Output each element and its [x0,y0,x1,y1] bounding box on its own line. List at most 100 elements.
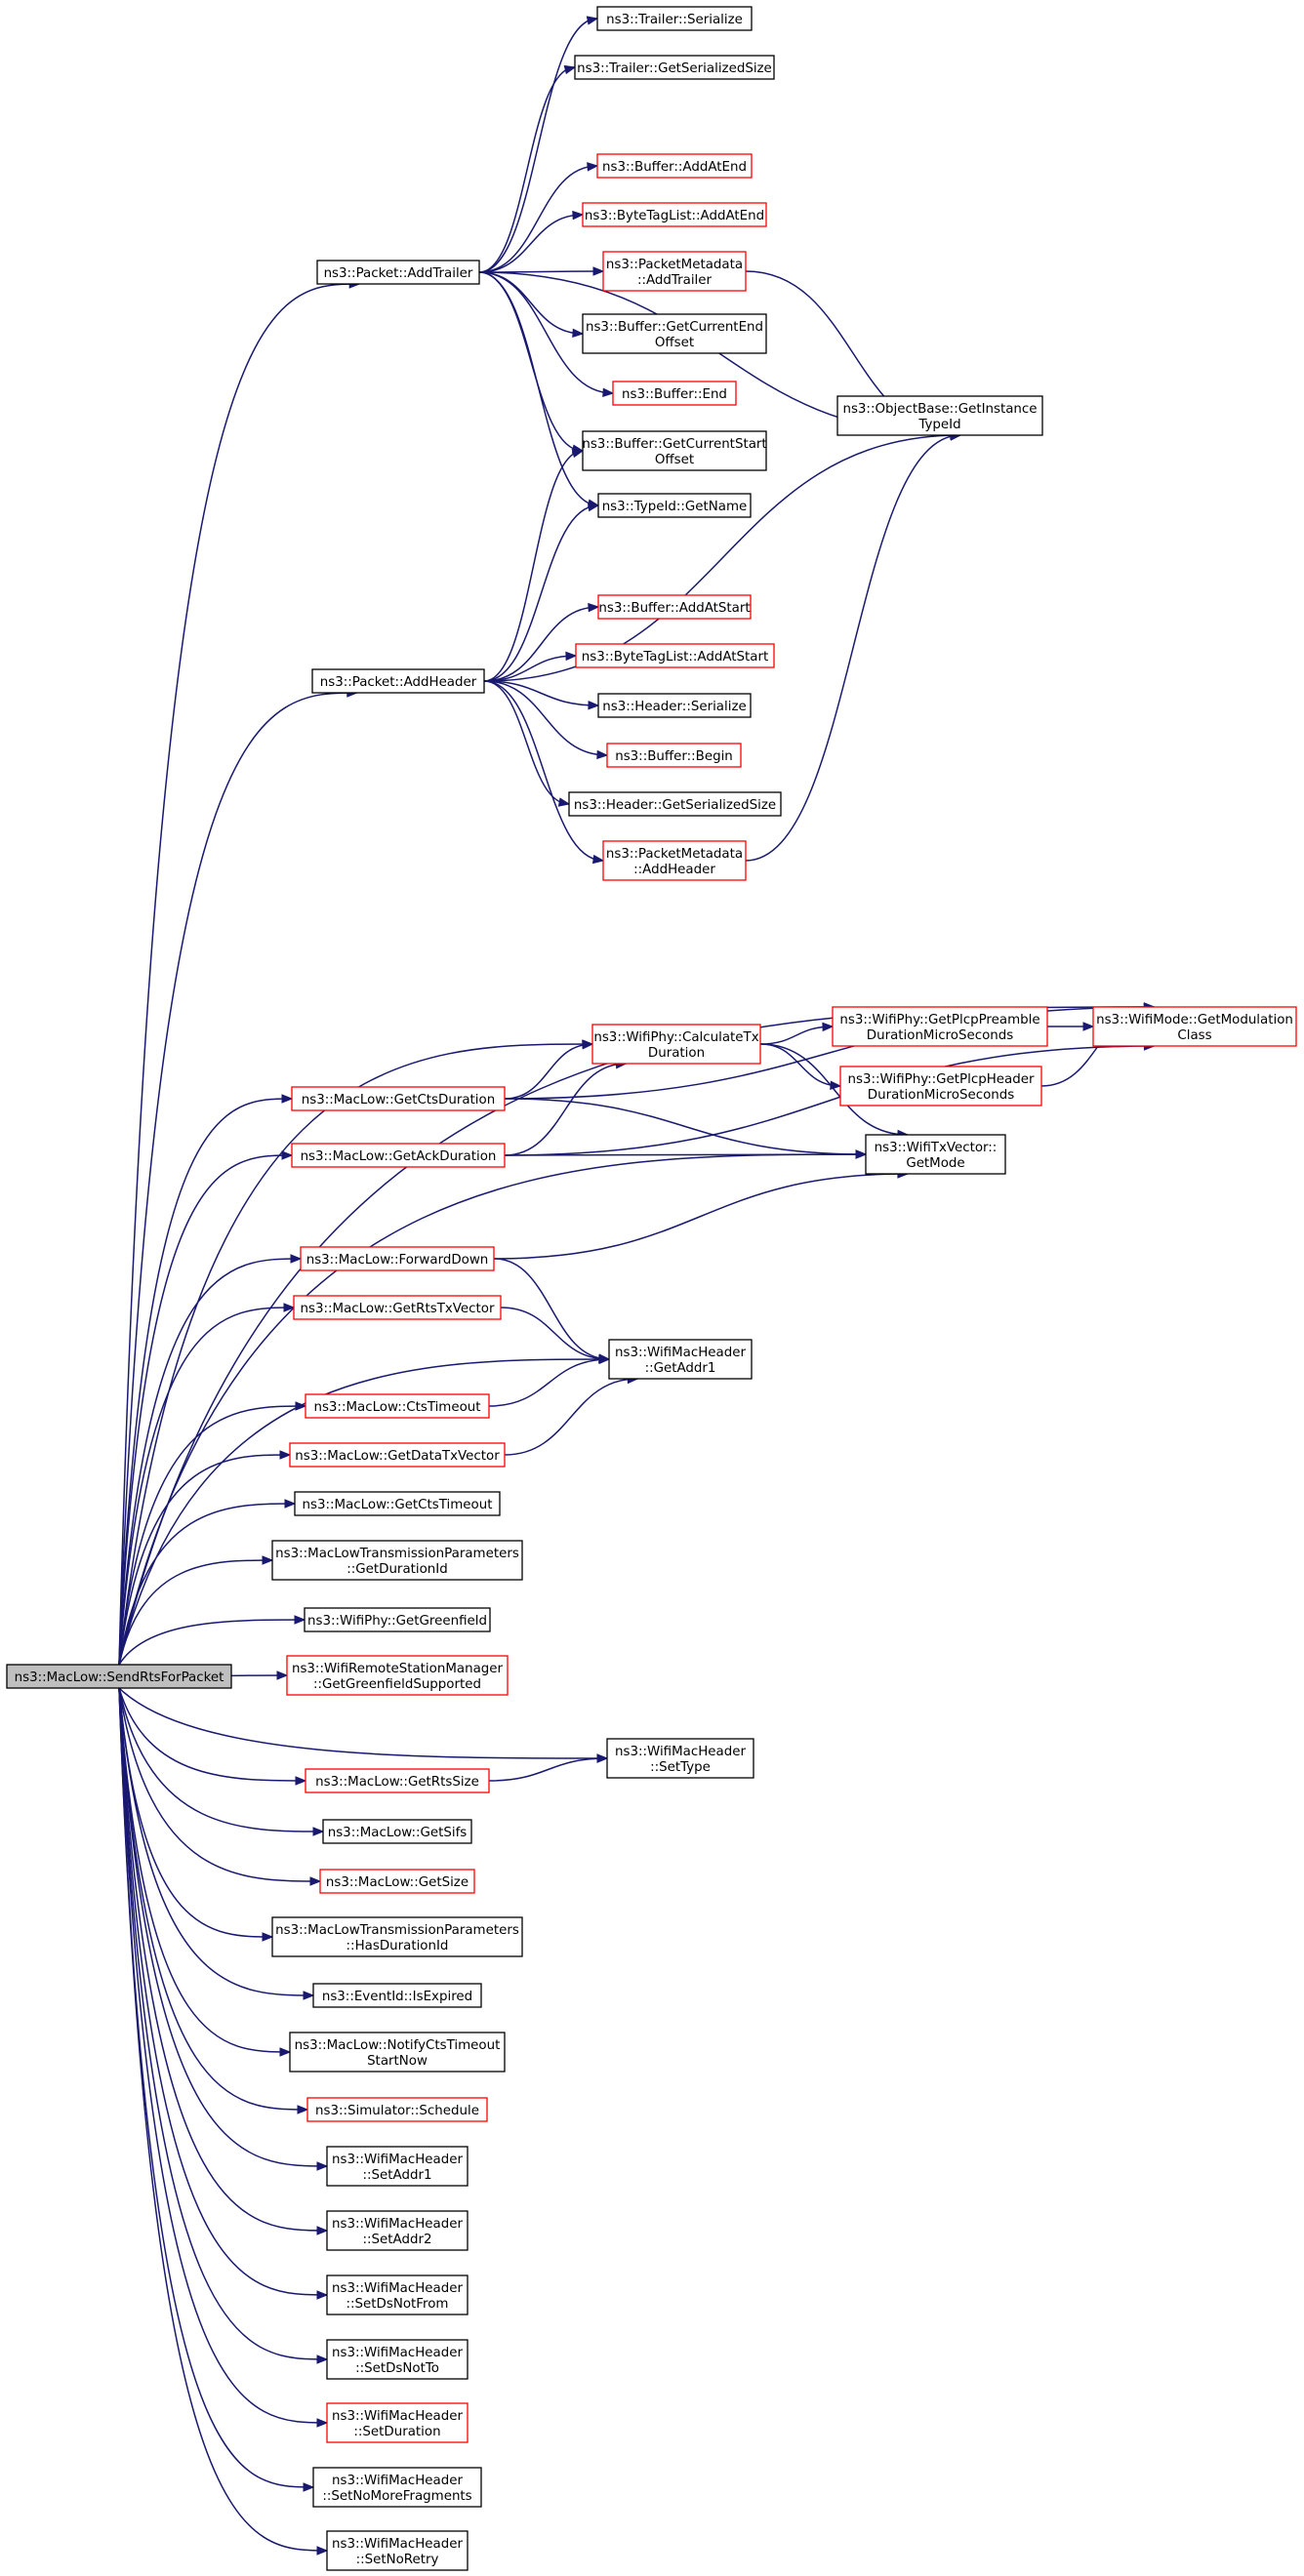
node-box [326,2530,469,2571]
edge-arrowhead [303,1991,315,2000]
node-box [836,395,1043,436]
node-box [291,1143,506,1168]
node-eventid-isexpired[interactable]: ns3::EventId::IsExpired [312,1983,482,2008]
edge-arrowhead [283,1303,296,1312]
node-wmh-setduration[interactable]: ns3::WifiMacHeader::SetDuration [326,2402,469,2443]
node-maclow-getdatatx[interactable]: ns3::MacLow::GetDataTxVector [289,1442,506,1468]
node-txvector-getmode[interactable]: ns3::WifiTxVector::GetMode [865,1134,1006,1175]
node-mltp-getdurid[interactable]: ns3::MacLowTransmissionParameters::GetDu… [271,1540,523,1581]
node-label: ns3::WifiTxVector:: [875,1141,998,1155]
node-buf-addatstart[interactable]: ns3::Buffer::AddAtStart [597,594,752,620]
node-label: ::SetDsNotTo [355,2361,439,2376]
node-wmh-setdsnotfrom[interactable]: ns3::WifiMacHeader::SetDsNotFrom [326,2274,469,2315]
node-box [1092,1006,1297,1047]
edge-arrowhead [586,16,599,25]
node-wmh-settype[interactable]: ns3::WifiMacHeader::SetType [606,1738,754,1779]
node-buf-begin[interactable]: ns3::Buffer::Begin [606,743,742,768]
node-buf-end[interactable]: ns3::Buffer::End [612,381,737,406]
node-wmh-getaddr1[interactable]: ns3::WifiMacHeader::GetAddr1 [608,1339,753,1380]
node-label: ::HasDurationId [346,1939,449,1953]
node-packet-addheader[interactable]: ns3::Packet::AddHeader [311,668,485,694]
node-maclow-getackdur[interactable]: ns3::MacLow::GetAckDuration [291,1143,506,1168]
node-label: ns3::MacLow::GetSize [326,1875,469,1890]
edge-root-to-txvector-getmode [118,1153,867,1666]
node-sim-schedule[interactable]: ns3::Simulator::Schedule [306,2097,488,2122]
node-wmh-setaddr1[interactable]: ns3::WifiMacHeader::SetAddr1 [326,2146,469,2187]
node-root[interactable]: ns3::MacLow::SendRtsForPacket [6,1664,232,1689]
edge-arrowhead [822,1022,835,1032]
edge-root-to-wmh-setduration [118,1687,328,2424]
node-box [839,1066,1042,1107]
node-label: ns3::Trailer::GetSerializedSize [577,61,772,76]
edge-root-to-maclow-getsize [118,1687,321,1882]
node-box [289,1442,506,1468]
node-buffer-addatend[interactable]: ns3::Buffer::AddAtEnd [596,153,753,179]
node-header-serialize[interactable]: ns3::Header::Serialize [597,693,752,718]
node-phy-getgreen[interactable]: ns3::WifiPhy::GetGreenfield [304,1607,491,1632]
edge-packet-addtrailer-to-buf-end [478,271,614,394]
node-label: ns3::MacLow::GetCtsTimeout [303,1498,493,1512]
node-wmh-setaddr2[interactable]: ns3::WifiMacHeader::SetAddr2 [326,2210,469,2251]
node-maclow-getsifs[interactable]: ns3::MacLow::GetSifs [322,1819,472,1844]
node-header-getsize[interactable]: ns3::Header::GetSerializedSize [568,791,782,817]
edge-phy-calctx-to-phy-preamble [759,1026,834,1045]
edge-packet-addheader-to-header-serialize [483,680,599,706]
node-label: ns3::Packet::AddHeader [320,675,477,690]
call-nodes: ns3::MacLow::SendRtsForPacket ns3::Traile… [6,6,1297,2571]
node-phy-preamble[interactable]: ns3::WifiPhy::GetPlcpPreambleDurationMic… [832,1006,1048,1047]
node-box [294,1491,501,1516]
node-wmh-setdsnotto[interactable]: ns3::WifiMacHeader::SetDsNotTo [326,2339,469,2380]
node-maclow-getrtssize[interactable]: ns3::MacLow::GetRtsSize [305,1768,490,1793]
node-mltp-hasdurid[interactable]: ns3::MacLowTransmissionParameters::HasDu… [271,1916,523,1957]
node-packet-addtrailer[interactable]: ns3::Packet::AddTrailer [316,260,480,285]
node-typeid-getname[interactable]: ns3::TypeId::GetName [597,493,752,518]
node-maclow-getsize[interactable]: ns3::MacLow::GetSize [319,1869,475,1894]
node-label: ns3::Buffer::GetCurrentStart [582,437,766,452]
node-btl-addatstart[interactable]: ns3::ByteTagList::AddAtStart [575,643,775,668]
node-pm-addheader[interactable]: ns3::PacketMetadata::AddHeader [602,840,747,881]
edge-root-to-maclow-getrtssize [118,1687,306,1782]
node-label: ns3::Packet::AddTrailer [324,266,473,281]
node-wmh-setnomorefrag[interactable]: ns3::WifiMacHeader::SetNoMoreFragments [312,2467,482,2508]
node-label: StartNow [367,2054,428,2069]
node-label: ::AddTrailer [637,273,713,288]
edge-root-to-eventid-isexpired [118,1687,314,1996]
node-label: ns3::WifiMacHeader [332,2217,463,2232]
node-label: ::SetNoRetry [356,2553,439,2567]
edge-arrowhead [316,2418,329,2428]
node-maclow-forwarddown[interactable]: ns3::MacLow::ForwardDown [300,1246,495,1271]
edge-arrowhead [316,2355,329,2364]
edge-arrowhead [830,1080,842,1090]
node-maclow-getrtstx[interactable]: ns3::MacLow::GetRtsTxVector [293,1295,502,1320]
edge-arrowhead [598,1354,611,1365]
node-maclow-ctstimeout[interactable]: ns3::MacLow::CtsTimeout [305,1393,490,1419]
edge-packet-addtrailer-to-buffer-addatend [478,165,598,273]
node-wrsm-greensupp[interactable]: ns3::WifiRemoteStationManager::GetGreenf… [286,1655,509,1696]
edge-maclow-forwarddown-to-txvector-getmode [493,1173,908,1260]
node-label: ns3::WifiMacHeader [332,2281,463,2296]
node-wmh-setnoretry[interactable]: ns3::WifiMacHeader::SetNoRetry [326,2530,469,2571]
node-phy-header[interactable]: ns3::WifiPhy::GetPlcpHeaderDurationMicro… [839,1066,1042,1107]
node-btl-addatend[interactable]: ns3::ByteTagList::AddAtEnd [582,202,767,227]
node-box [304,1607,491,1632]
node-label: ::SetDsNotFrom [346,2297,449,2312]
node-label: ::SetType [650,1760,711,1775]
node-box [602,251,747,292]
node-label: ns3::WifiMode::GetModulation [1096,1013,1293,1027]
node-pm-addtrailer[interactable]: ns3::PacketMetadata::AddTrailer [602,251,747,292]
node-trailer-serialize[interactable]: ns3::Trailer::Serialize [596,6,753,31]
node-trailer-getsize[interactable]: ns3::Trailer::GetSerializedSize [574,55,775,80]
node-box [6,1664,232,1689]
node-box [597,693,752,718]
edge-root-to-wmh-setdsnotfrom [118,1687,328,2296]
node-label: ns3::WifiMacHeader [332,2537,463,2552]
node-maclow-getctsdur[interactable]: ns3::MacLow::GetCtsDuration [291,1086,506,1111]
edge-arrowhead [572,210,585,221]
node-maclow-getctstimeout[interactable]: ns3::MacLow::GetCtsTimeout [294,1491,501,1516]
